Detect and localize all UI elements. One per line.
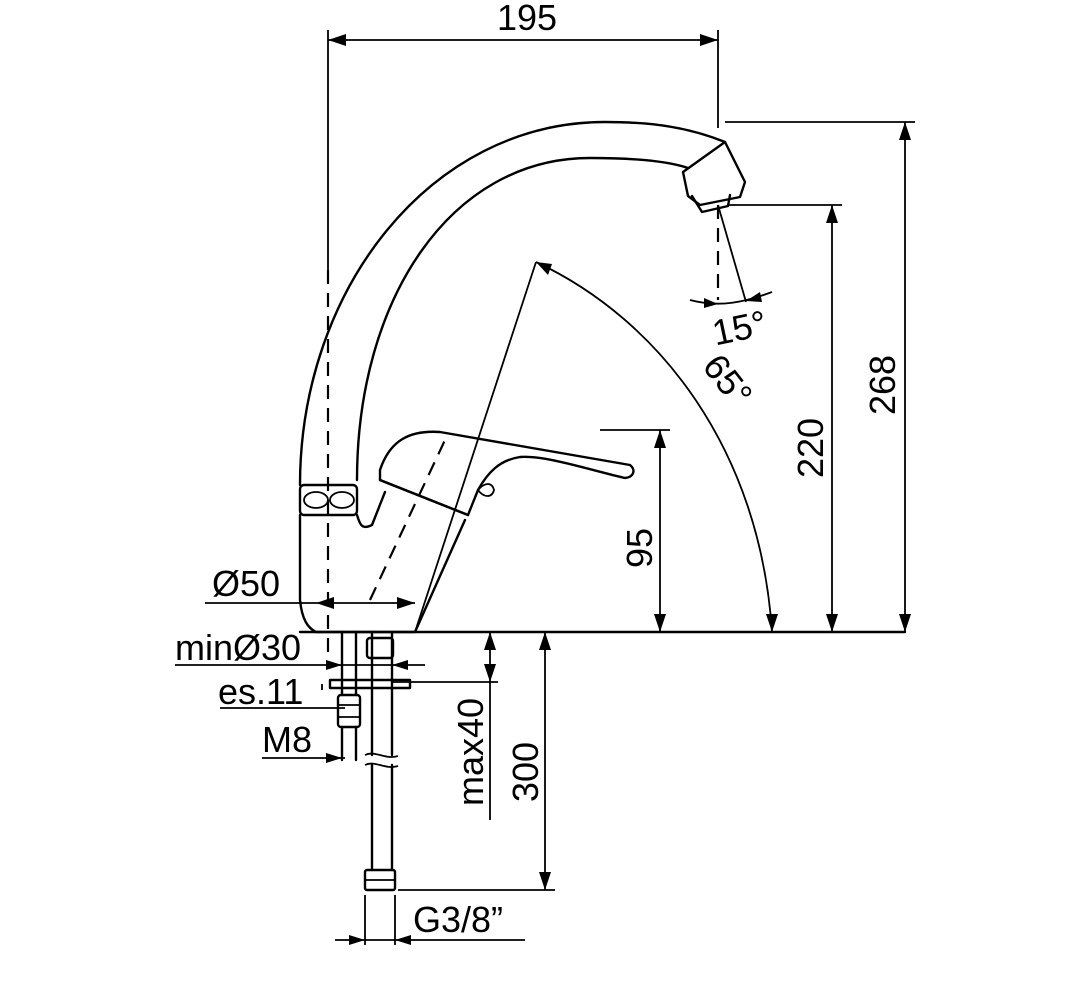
- label-thread: M8: [262, 719, 312, 760]
- label-handle-height: 95: [619, 528, 660, 568]
- dimension-lines: [175, 30, 915, 945]
- label-connection: G3/8”: [413, 899, 503, 940]
- label-max-deck: max40: [450, 698, 491, 806]
- label-thickness: es.11: [218, 671, 303, 712]
- label-width-top: 195: [497, 0, 557, 38]
- underside-parts: [298, 630, 907, 892]
- label-lever-angle: 65°: [695, 346, 761, 414]
- label-hole-diameter: minØ30: [175, 627, 301, 668]
- label-base-diameter: Ø50: [212, 563, 280, 604]
- label-spout-angle: 15°: [709, 302, 771, 353]
- label-spout-height: 220: [790, 418, 831, 478]
- label-hose-length: 300: [505, 742, 546, 802]
- faucet-outline: [298, 120, 747, 660]
- label-total-height: 268: [862, 355, 903, 415]
